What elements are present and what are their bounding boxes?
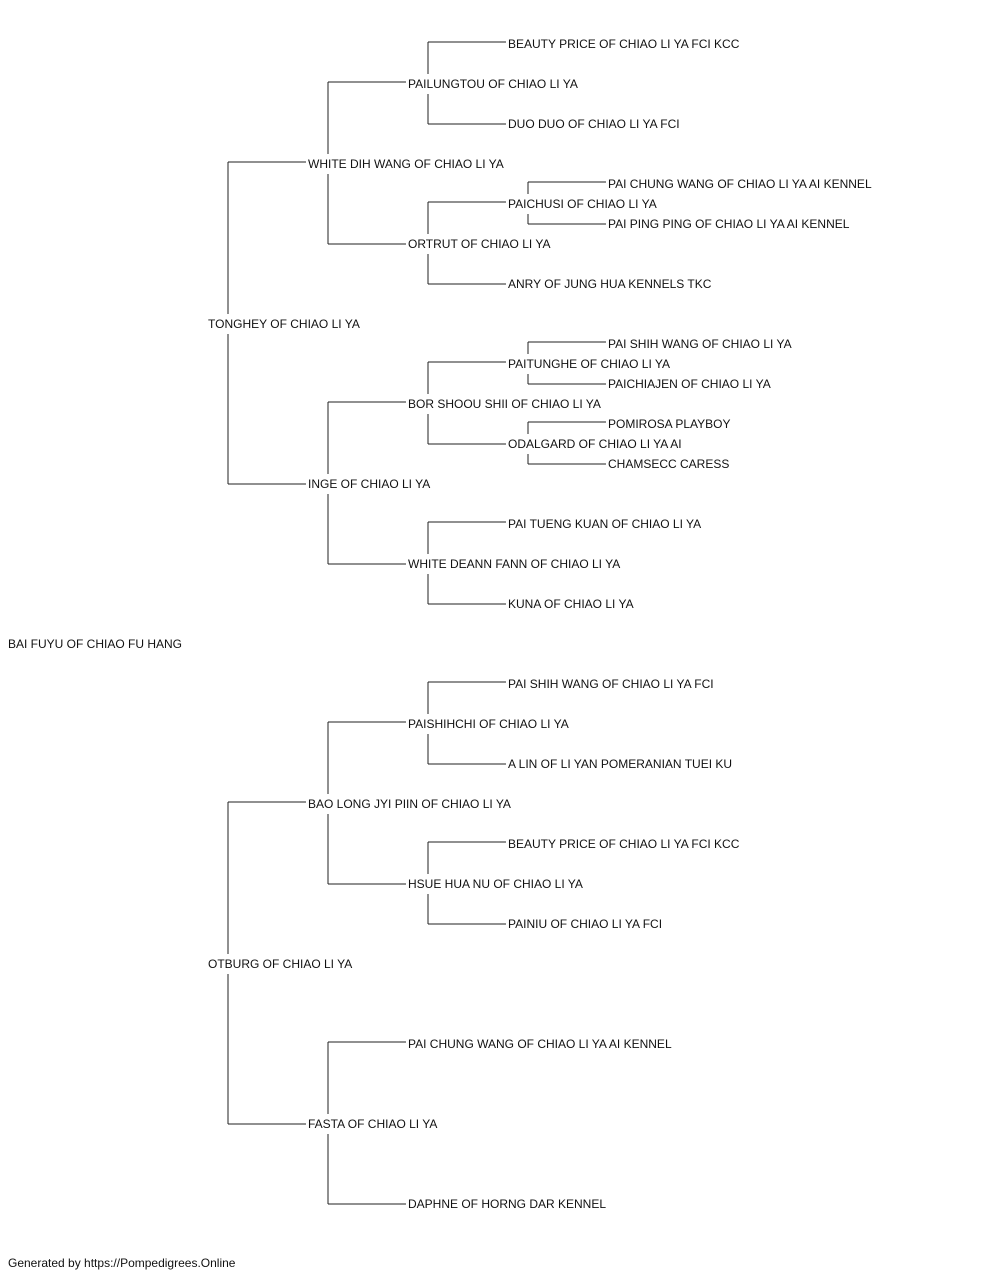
ssds-name: PAICHUSI OF CHIAO LI YA — [508, 197, 657, 211]
ddd-name: DAPHNE OF HORNG DAR KENNEL — [408, 1197, 606, 1211]
ssd-name: ORTRUT OF CHIAO LI YA — [408, 237, 550, 251]
sdsdd-name: CHAMSECC CARESS — [608, 457, 729, 471]
sds-name: BOR SHOOU SHII OF CHIAO LI YA — [408, 397, 601, 411]
dsss-name: PAI SHIH WANG OF CHIAO LI YA FCI — [508, 677, 714, 691]
dss-name: PAISHIHCHI OF CHIAO LI YA — [408, 717, 569, 731]
dsd-name: HSUE HUA NU OF CHIAO LI YA — [408, 877, 583, 891]
dam-sire-name: BAO LONG JYI PIIN OF CHIAO LI YA — [308, 797, 511, 811]
sdsds-name: POMIROSA PLAYBOY — [608, 417, 730, 431]
sdssd-name: PAICHIAJEN OF CHIAO LI YA — [608, 377, 771, 391]
ssdd-name: ANRY OF JUNG HUA KENNELS TKC — [508, 277, 712, 291]
sddd-name: KUNA OF CHIAO LI YA — [508, 597, 634, 611]
pedigree-labels: BAI FUYU OF CHIAO FU HANG TONGHEY OF CHI… — [8, 37, 872, 1211]
ssdsd-name: PAI PING PING OF CHIAO LI YA AI KENNEL — [608, 217, 850, 231]
dam-dam-name: FASTA OF CHIAO LI YA — [308, 1117, 437, 1131]
dds-name: PAI CHUNG WANG OF CHIAO LI YA AI KENNEL — [408, 1037, 672, 1051]
sdsss-name: PAI SHIH WANG OF CHIAO LI YA — [608, 337, 792, 351]
dssd-name: A LIN OF LI YAN POMERANIAN TUEI KU — [508, 757, 732, 771]
dam-name: OTBURG OF CHIAO LI YA — [208, 957, 352, 971]
pedigree-connectors — [227, 41, 606, 1205]
sire-name: TONGHEY OF CHIAO LI YA — [208, 317, 360, 331]
sire-sire-name: WHITE DIH WANG OF CHIAO LI YA — [308, 157, 504, 171]
sire-dam-name: INGE OF CHIAO LI YA — [308, 477, 430, 491]
sssd-name: DUO DUO OF CHIAO LI YA FCI — [508, 117, 680, 131]
generator-credit: Generated by https://Pompedigrees.Online — [8, 1256, 236, 1270]
ssss-name: BEAUTY PRICE OF CHIAO LI YA FCI KCC — [508, 37, 740, 51]
dsdd-name: PAINIU OF CHIAO LI YA FCI — [508, 917, 662, 931]
dsds-name: BEAUTY PRICE OF CHIAO LI YA FCI KCC — [508, 837, 740, 851]
sdds-name: PAI TUENG KUAN OF CHIAO LI YA — [508, 517, 701, 531]
sdd-name: WHITE DEANN FANN OF CHIAO LI YA — [408, 557, 620, 571]
sdss-name: PAITUNGHE OF CHIAO LI YA — [508, 357, 670, 371]
subject-name: BAI FUYU OF CHIAO FU HANG — [8, 637, 182, 651]
sdsd-name: ODALGARD OF CHIAO LI YA AI — [508, 437, 682, 451]
ssdss-name: PAI CHUNG WANG OF CHIAO LI YA AI KENNEL — [608, 177, 872, 191]
sss-name: PAILUNGTOU OF CHIAO LI YA — [408, 77, 578, 91]
